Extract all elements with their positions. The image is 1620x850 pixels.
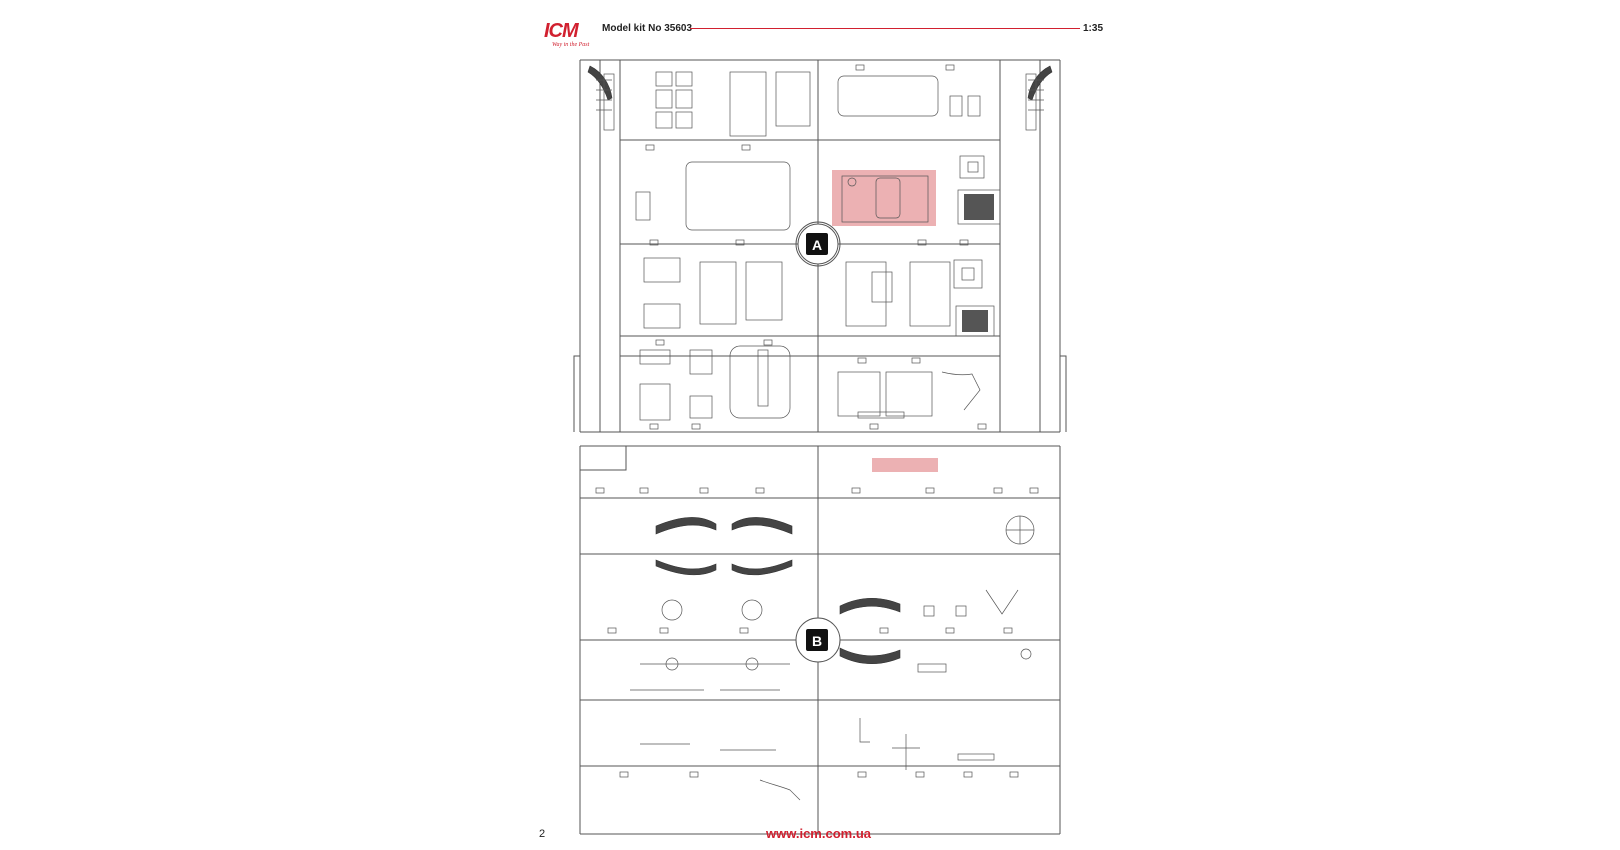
page-number: 2 [539,828,546,840]
highlight-area-a [832,170,936,226]
logo-text: ICM [544,20,579,42]
leaf-spring-right [839,597,901,615]
highlight-area-b [872,458,938,472]
header-divider [690,28,1080,29]
leaf-springs-left [655,517,793,576]
sprue-letter-a: A [812,237,822,253]
sprue-letter-b: B [812,633,822,649]
model-kit-title: Model kit No 35603 [602,23,693,34]
sprue-b: B [579,445,1061,835]
right-spring-detail [1025,65,1053,131]
logo-tagline: Way in the Past [552,42,590,48]
sprue-a: A [573,59,1067,433]
left-spring-detail [587,65,615,131]
sprue-a-part-numbers [645,64,987,430]
website-link[interactable]: www.icm.com.ua [766,826,871,841]
model-scale: 1:35 [1083,23,1104,34]
icm-logo: ICM Way in the Past [540,20,600,50]
sprue-b-part-numbers [595,487,1039,778]
